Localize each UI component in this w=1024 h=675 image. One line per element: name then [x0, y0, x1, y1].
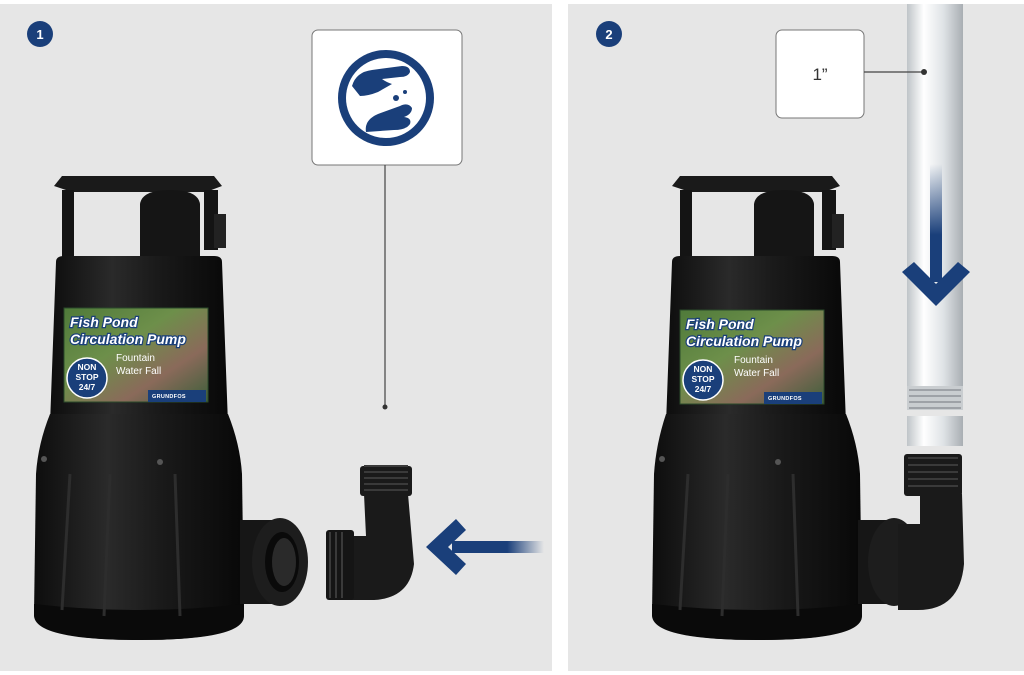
step-number: 2 — [605, 27, 612, 42]
label-title-line2: Circulation Pump — [686, 333, 802, 349]
step-2-panel: 2 1” — [568, 4, 1024, 671]
callout-box — [311, 29, 463, 410]
pipe-size-label: 1” — [812, 65, 827, 84]
outlet-port — [240, 518, 308, 606]
arrow-down-icon — [902, 164, 970, 306]
pump: Fish Pond Circulation Pump Fountain Wate… — [34, 176, 308, 640]
label-sub-line1: Fountain — [734, 355, 773, 366]
badge-line3: 24/7 — [79, 382, 96, 392]
brand-name: GRUNDFOS — [768, 396, 802, 402]
label-sub-line2: Water Fall — [734, 368, 779, 379]
badge-line1: NON — [78, 362, 97, 372]
badge-line3: 24/7 — [695, 384, 712, 394]
brand-name: GRUNDFOS — [152, 394, 186, 400]
label-sub-line2: Water Fall — [116, 366, 161, 377]
nonstop-badge: NON STOP 24/7 — [682, 359, 724, 401]
step-number-badge: 2 — [596, 21, 622, 47]
badge-line2: STOP — [692, 374, 715, 384]
nonstop-badge: NON STOP 24/7 — [66, 357, 108, 399]
step-1-illustration: 1 — [27, 21, 544, 640]
step-number: 1 — [36, 27, 43, 42]
label-sub-line1: Fountain — [116, 353, 155, 364]
step-2-illustration: 2 1” — [596, 4, 970, 640]
elbow-fitting — [898, 454, 964, 610]
step-1-panel: 1 — [0, 4, 552, 671]
elbow-fitting — [326, 465, 414, 600]
step-number-badge: 1 — [27, 21, 53, 47]
badge-line1: NON — [694, 364, 713, 374]
label-title-line1: Fish Pond — [686, 316, 754, 332]
label-title-line2: Circulation Pump — [70, 331, 186, 347]
callout-box: 1” — [775, 29, 927, 119]
pump: Fish Pond Circulation Pump Fountain Wate… — [652, 176, 920, 640]
arrow-left-icon — [426, 519, 544, 575]
label-title-line1: Fish Pond — [70, 314, 138, 330]
hand-tighten-icon — [338, 50, 434, 146]
badge-line2: STOP — [76, 372, 99, 382]
